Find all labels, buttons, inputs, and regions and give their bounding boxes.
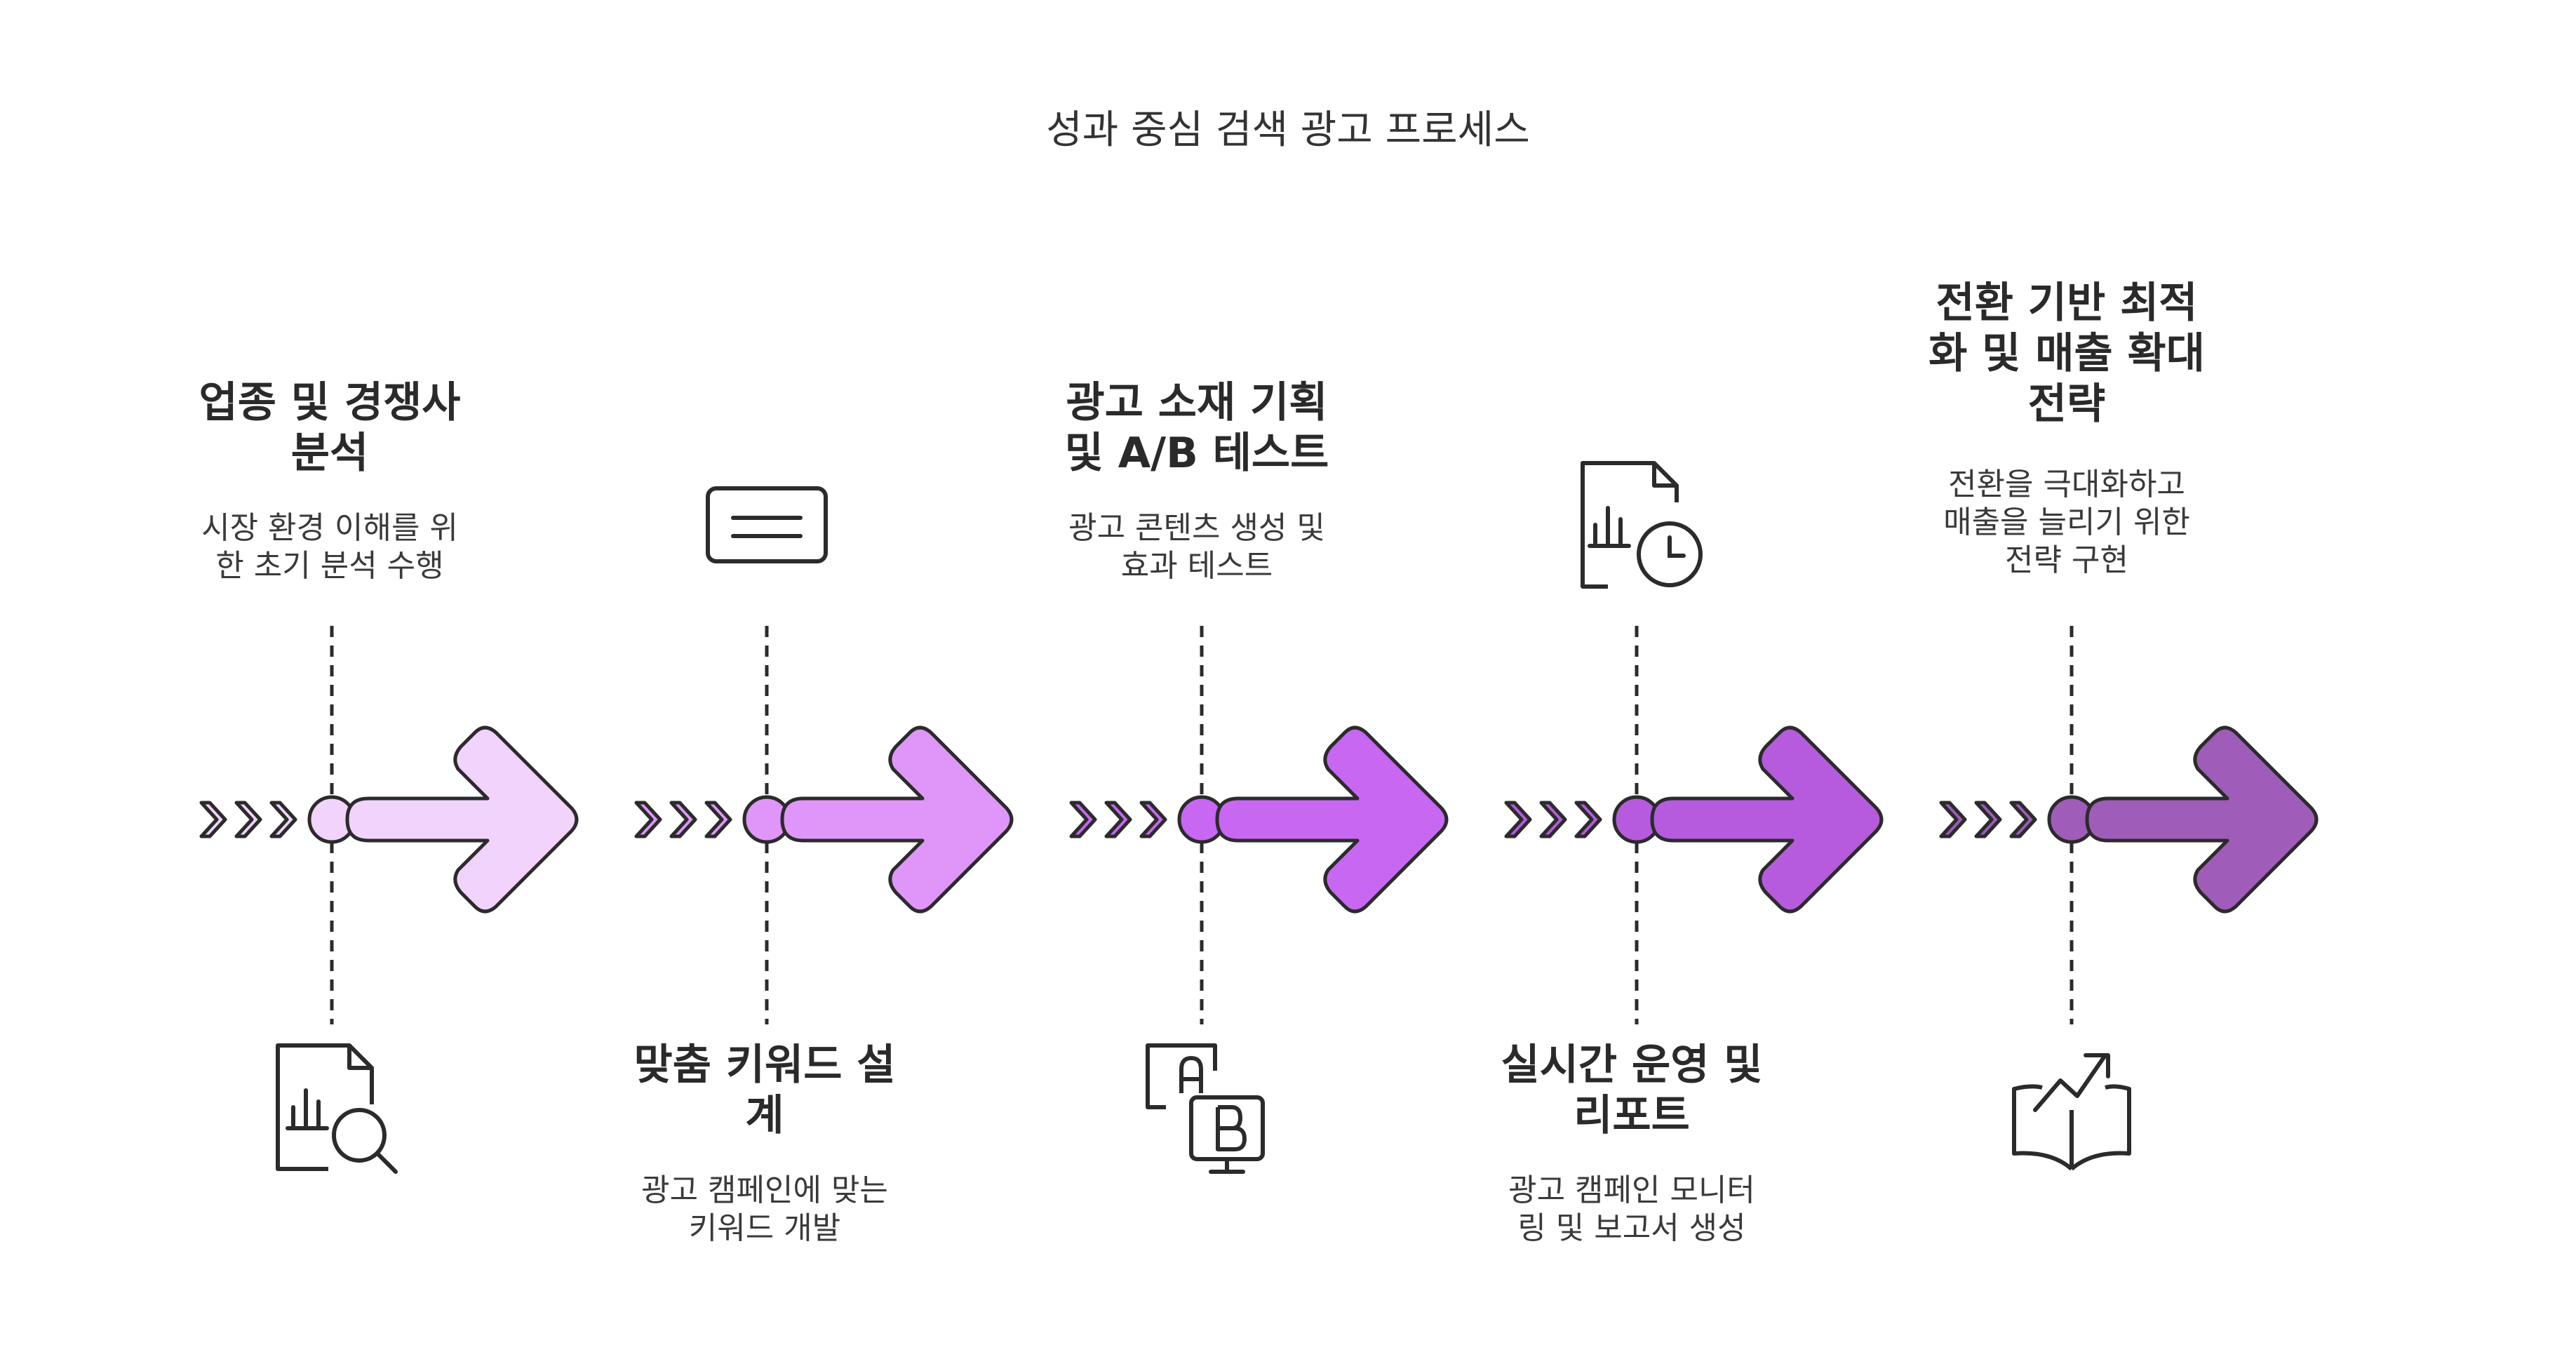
document-analytics-search-icon (276, 1043, 398, 1174)
chevron-mark (269, 801, 297, 838)
step-arrow (2085, 726, 2319, 914)
step-1-title: 업종 및 경쟁사 분석 (199, 378, 461, 478)
magnifier-handle (375, 1151, 398, 1174)
chevron-mark (704, 801, 732, 838)
letter-b (1216, 1105, 1247, 1151)
step-4-description: 광고 캠페인 모니터 링 및 보고서 생성 (1508, 1172, 1755, 1246)
keyboard-frame (706, 486, 828, 563)
chevron-mark (634, 801, 662, 838)
document-outline (276, 1043, 374, 1171)
magnifier-lens (332, 1108, 387, 1163)
growth-arrowhead (2084, 1053, 2110, 1078)
letter-a (1179, 1056, 1203, 1093)
screen-a (1146, 1043, 1217, 1109)
chevron-mark (2009, 801, 2037, 838)
keyboard-icon (706, 486, 828, 563)
book-right-page (2070, 1084, 2131, 1171)
clock-hands (1668, 535, 1686, 558)
chevron-mark (234, 801, 262, 838)
step-1-marker (199, 626, 579, 1024)
book-left-page (2012, 1084, 2073, 1171)
chevron-mark (1069, 801, 1097, 838)
step-arrow (1650, 726, 1884, 914)
bar-chart-mark (1588, 506, 1631, 548)
document-outline (1581, 461, 1679, 589)
open-book-growth-icon (2012, 1053, 2131, 1171)
chevron-mark (1974, 801, 2002, 838)
step-4-marker (1504, 626, 1884, 1024)
step-3-description: 광고 콘텐츠 생성 및 효과 테스트 (1068, 510, 1325, 584)
step-1-description: 시장 환경 이해를 위 한 초기 분석 수행 (201, 510, 458, 584)
step-3-title: 광고 소재 기획 및 A/B 테스트 (1064, 378, 1329, 478)
step-arrow (345, 726, 579, 914)
chevron-mark (199, 801, 227, 838)
chevron-mark (1104, 801, 1132, 838)
step-2-marker (634, 626, 1014, 1024)
step-5-title: 전환 기반 최적 화 및 매출 확대 전략 (1928, 279, 2205, 429)
step-2-description: 광고 캠페인에 맞는 키워드 개발 (641, 1172, 888, 1246)
diagram-title: 성과 중심 검색 광고 프로세스 (1046, 107, 1530, 153)
chevron-mark (1574, 801, 1602, 838)
bar-chart-mark (286, 1088, 329, 1130)
chevron-mark (1504, 801, 1532, 838)
step-arrow (1215, 726, 1449, 914)
document-fold (347, 1045, 372, 1070)
ab-test-icon (1146, 1043, 1265, 1174)
step-5-marker (1939, 626, 2319, 1024)
step-arrow (780, 726, 1014, 914)
chevron-mark (1539, 801, 1567, 838)
step-2-title: 맞춤 키워드 설 계 (633, 1041, 896, 1140)
document-fold (1652, 463, 1677, 488)
growth-line (2033, 1053, 2107, 1112)
chevron-mark (669, 801, 697, 838)
step-4-title: 실시간 운영 및 리포트 (1501, 1041, 1763, 1140)
chevron-mark (1939, 801, 1967, 838)
document-analytics-clock-icon (1581, 461, 1703, 589)
step-3-marker (1069, 626, 1449, 1024)
chevron-mark (1139, 801, 1167, 838)
step-5-description: 전환을 극대화하고 매출을 늘리기 위한 전략 구현 (1943, 467, 2190, 578)
